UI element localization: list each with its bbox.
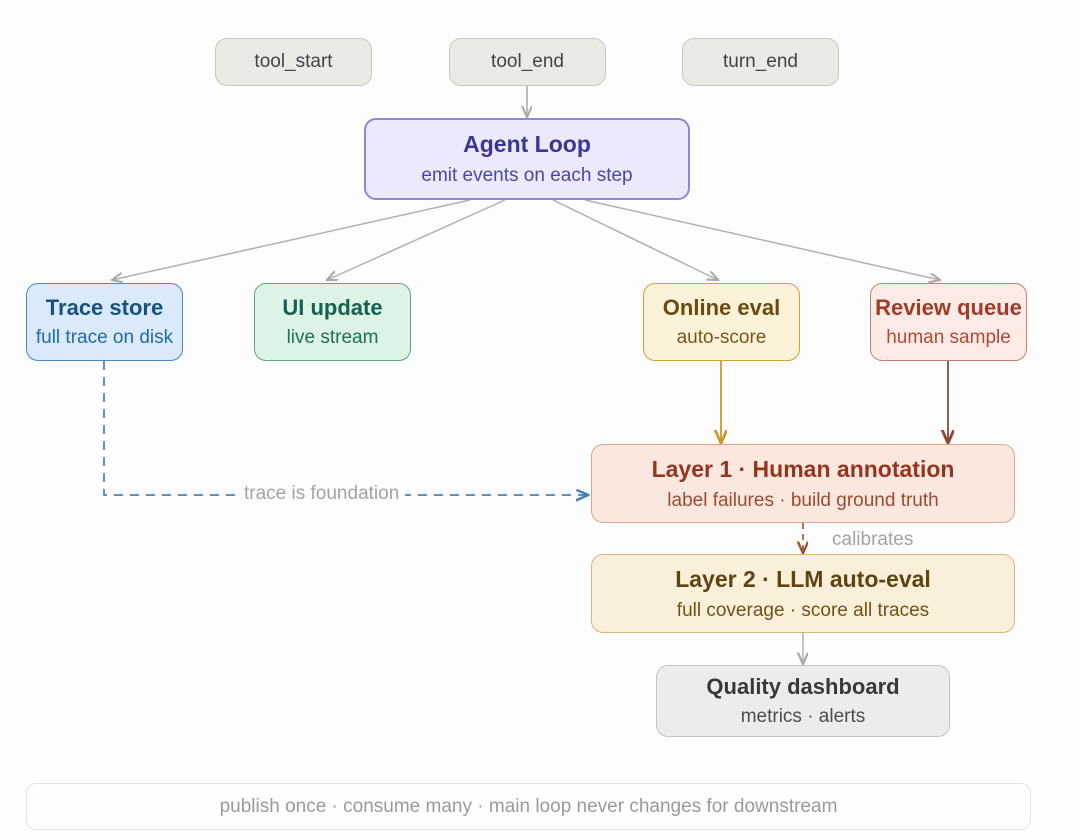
node-review-queue[interactable]: Review queue human sample bbox=[870, 283, 1027, 361]
node-tool-end-label: tool_end bbox=[491, 51, 564, 73]
node-online-eval-title: Online eval bbox=[662, 294, 781, 320]
node-turn-end[interactable]: turn_end bbox=[682, 38, 839, 86]
node-quality-dashboard[interactable]: Quality dashboard metrics · alerts bbox=[656, 665, 950, 737]
node-agent-loop[interactable]: Agent Loop emit events on each step bbox=[364, 118, 690, 200]
node-tool-start[interactable]: tool_start bbox=[215, 38, 372, 86]
node-ui-update-title: UI update bbox=[282, 294, 383, 320]
node-turn-end-label: turn_end bbox=[722, 51, 798, 73]
footer-banner: publish once · consume many · main loop … bbox=[26, 783, 1031, 830]
node-layer-1-human-annotation[interactable]: Layer 1 · Human annotation label failure… bbox=[591, 444, 1015, 523]
node-quality-dashboard-title: Quality dashboard bbox=[706, 673, 900, 699]
node-trace-store[interactable]: Trace store full trace on disk bbox=[26, 283, 183, 361]
node-agent-loop-subtitle: emit events on each step bbox=[421, 165, 633, 186]
node-layer-2-title: Layer 2 · LLM auto-eval bbox=[675, 565, 931, 592]
footer-banner-text: publish once · consume many · main loop … bbox=[219, 795, 838, 817]
node-online-eval[interactable]: Online eval auto-score bbox=[643, 283, 800, 361]
node-review-queue-subtitle: human sample bbox=[886, 327, 1011, 349]
edge-label-trace-is-foundation: trace is foundation bbox=[238, 483, 406, 505]
edge-label-calibrates: calibrates bbox=[826, 529, 920, 551]
node-agent-loop-title: Agent Loop bbox=[463, 131, 591, 158]
edge-agentloop-to-onlineeval bbox=[552, 199, 718, 280]
edge-agentloop-to-reviewqueue bbox=[584, 199, 940, 280]
edge-tracestore-to-layer1-dashed bbox=[103, 361, 588, 495]
node-online-eval-subtitle: auto-score bbox=[676, 327, 767, 349]
edge-agentloop-to-uiupdate bbox=[327, 199, 506, 280]
node-quality-dashboard-subtitle: metrics · alerts bbox=[740, 706, 866, 728]
node-tool-start-label: tool_start bbox=[254, 51, 333, 73]
node-ui-update-subtitle: live stream bbox=[286, 327, 379, 349]
node-trace-store-title: Trace store bbox=[45, 294, 164, 320]
node-layer-2-subtitle: full coverage · score all traces bbox=[676, 599, 930, 621]
node-review-queue-title: Review queue bbox=[875, 294, 1022, 320]
node-trace-store-subtitle: full trace on disk bbox=[35, 327, 174, 349]
node-layer-1-subtitle: label failures · build ground truth bbox=[667, 489, 939, 511]
node-layer-1-title: Layer 1 · Human annotation bbox=[651, 455, 955, 482]
edge-agentloop-to-tracestore bbox=[112, 199, 471, 280]
node-ui-update[interactable]: UI update live stream bbox=[254, 283, 411, 361]
node-layer-2-llm-auto-eval[interactable]: Layer 2 · LLM auto-eval full coverage · … bbox=[591, 554, 1015, 633]
node-tool-end[interactable]: tool_end bbox=[449, 38, 606, 86]
